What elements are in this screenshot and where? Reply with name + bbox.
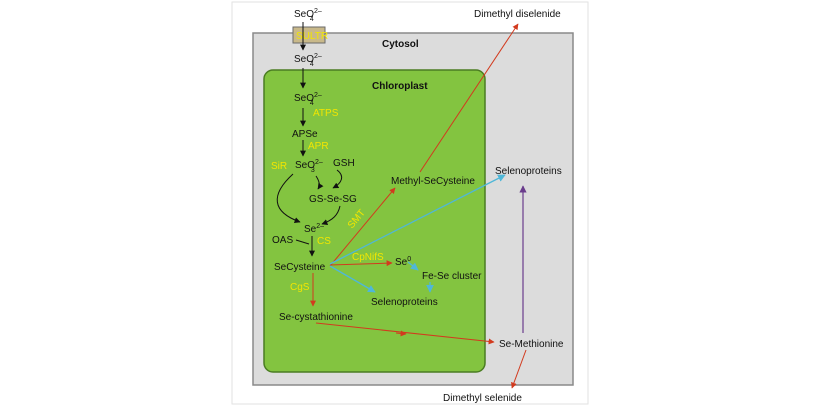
arrow-oas bbox=[295, 239, 310, 245]
cs-label: CS bbox=[317, 236, 331, 247]
cytosol-label: Cytosol bbox=[382, 39, 419, 50]
cpnifs-label: CpNifS bbox=[352, 252, 384, 263]
arrow-midline-marker bbox=[395, 330, 407, 337]
selenate-top-label: SeO2–4 bbox=[294, 8, 322, 23]
apr-label: APR bbox=[308, 141, 329, 152]
sultr-label: SULTR bbox=[296, 31, 328, 42]
arrow-smt bbox=[329, 187, 396, 267]
arrow-to-dimethyl-selenide bbox=[511, 349, 527, 389]
se-cystathionine-label: Se-cystathionine bbox=[279, 312, 353, 323]
atps-label: ATPS bbox=[313, 108, 339, 119]
selenate-cytosol-label: SeO2–4 bbox=[294, 53, 322, 68]
se-elemental-label: Se0 bbox=[395, 256, 411, 268]
arrow-sir bbox=[276, 173, 301, 224]
arrow-cpnifs bbox=[329, 260, 393, 267]
selenoproteins-cytosol-label: Selenoproteins bbox=[495, 166, 562, 177]
secysteine-label: SeCysteine bbox=[274, 262, 326, 273]
gs-se-sg-label: GS-Se-SG bbox=[309, 194, 357, 205]
gsh-label: GSH bbox=[333, 158, 355, 169]
selenoproteins-plastid-label: Selenoproteins bbox=[371, 297, 438, 308]
dimethyl-diselenide-label: Dimethyl diselenide bbox=[474, 9, 561, 20]
arrow-to-dimethyl-diselenide bbox=[419, 23, 519, 173]
apse-label: APSe bbox=[292, 129, 318, 140]
arrow-to-selenoproteins-plastid bbox=[329, 265, 376, 293]
selenide-label: Se2– bbox=[304, 223, 324, 235]
sir-label: SiR bbox=[271, 161, 287, 172]
arrow-to-selenoproteins-cytosol bbox=[329, 174, 506, 265]
sultr-transporter bbox=[292, 26, 326, 44]
arrow-se0-to-fe-se bbox=[407, 261, 419, 271]
fe-se-cluster-label: Fe-Se cluster bbox=[422, 271, 482, 282]
chloroplast-label: Chloroplast bbox=[372, 81, 428, 92]
se-methionine-label: Se-Methionine bbox=[499, 339, 564, 350]
arrow-gsseg-to-selenide bbox=[321, 205, 341, 225]
cgs-label: CgS bbox=[290, 282, 310, 293]
dimethyl-selenide-label: Dimethyl selenide bbox=[443, 393, 522, 404]
arrow-gsh-to-gsseg bbox=[332, 169, 343, 189]
oas-label: OAS bbox=[272, 235, 293, 246]
selenite-label: SeO2–3 bbox=[295, 159, 323, 174]
selenate-plastid-label: SeO2–4 bbox=[294, 92, 322, 107]
chloroplast-compartment bbox=[263, 69, 486, 373]
methyl-secysteine-label: Methyl-SeCysteine bbox=[391, 176, 475, 187]
arrow-selenite-to-gsseg bbox=[315, 175, 324, 190]
